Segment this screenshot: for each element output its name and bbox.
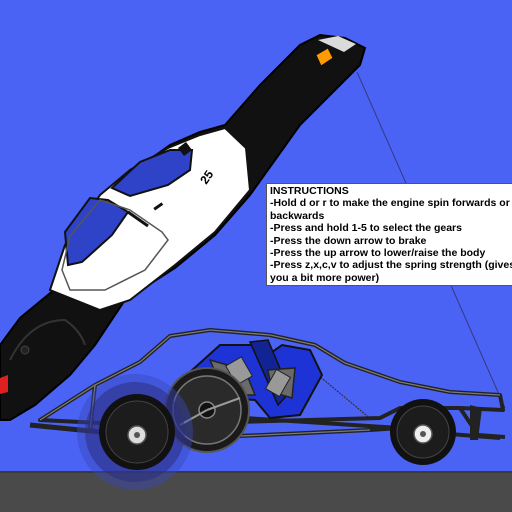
instructions-panel: INSTRUCTIONS -Hold d or r to make the en… xyxy=(266,183,512,287)
instruction-line: -Press and hold 1-5 to select the gears xyxy=(270,222,462,235)
instruction-line: -Hold d or r to make the engine spin for… xyxy=(270,197,510,222)
ground xyxy=(0,472,512,512)
front-wheel xyxy=(390,399,456,465)
rear-wheel xyxy=(77,374,193,490)
front-indicator xyxy=(315,47,334,67)
instruction-line: -Press the down arrow to brake xyxy=(270,234,427,247)
instruction-line: -Press z,x,c,v to adjust the spring stre… xyxy=(270,259,512,284)
car-body[interactable]: 25 xyxy=(0,33,367,421)
rear-window xyxy=(110,149,194,198)
instructions-title: INSTRUCTIONS xyxy=(270,185,349,197)
front-strut xyxy=(470,405,482,440)
tail-light xyxy=(0,375,8,394)
mid-bar xyxy=(244,416,401,430)
side-window xyxy=(63,196,130,267)
instruction-line: -Press the up arrow to lower/raise the b… xyxy=(270,247,486,260)
